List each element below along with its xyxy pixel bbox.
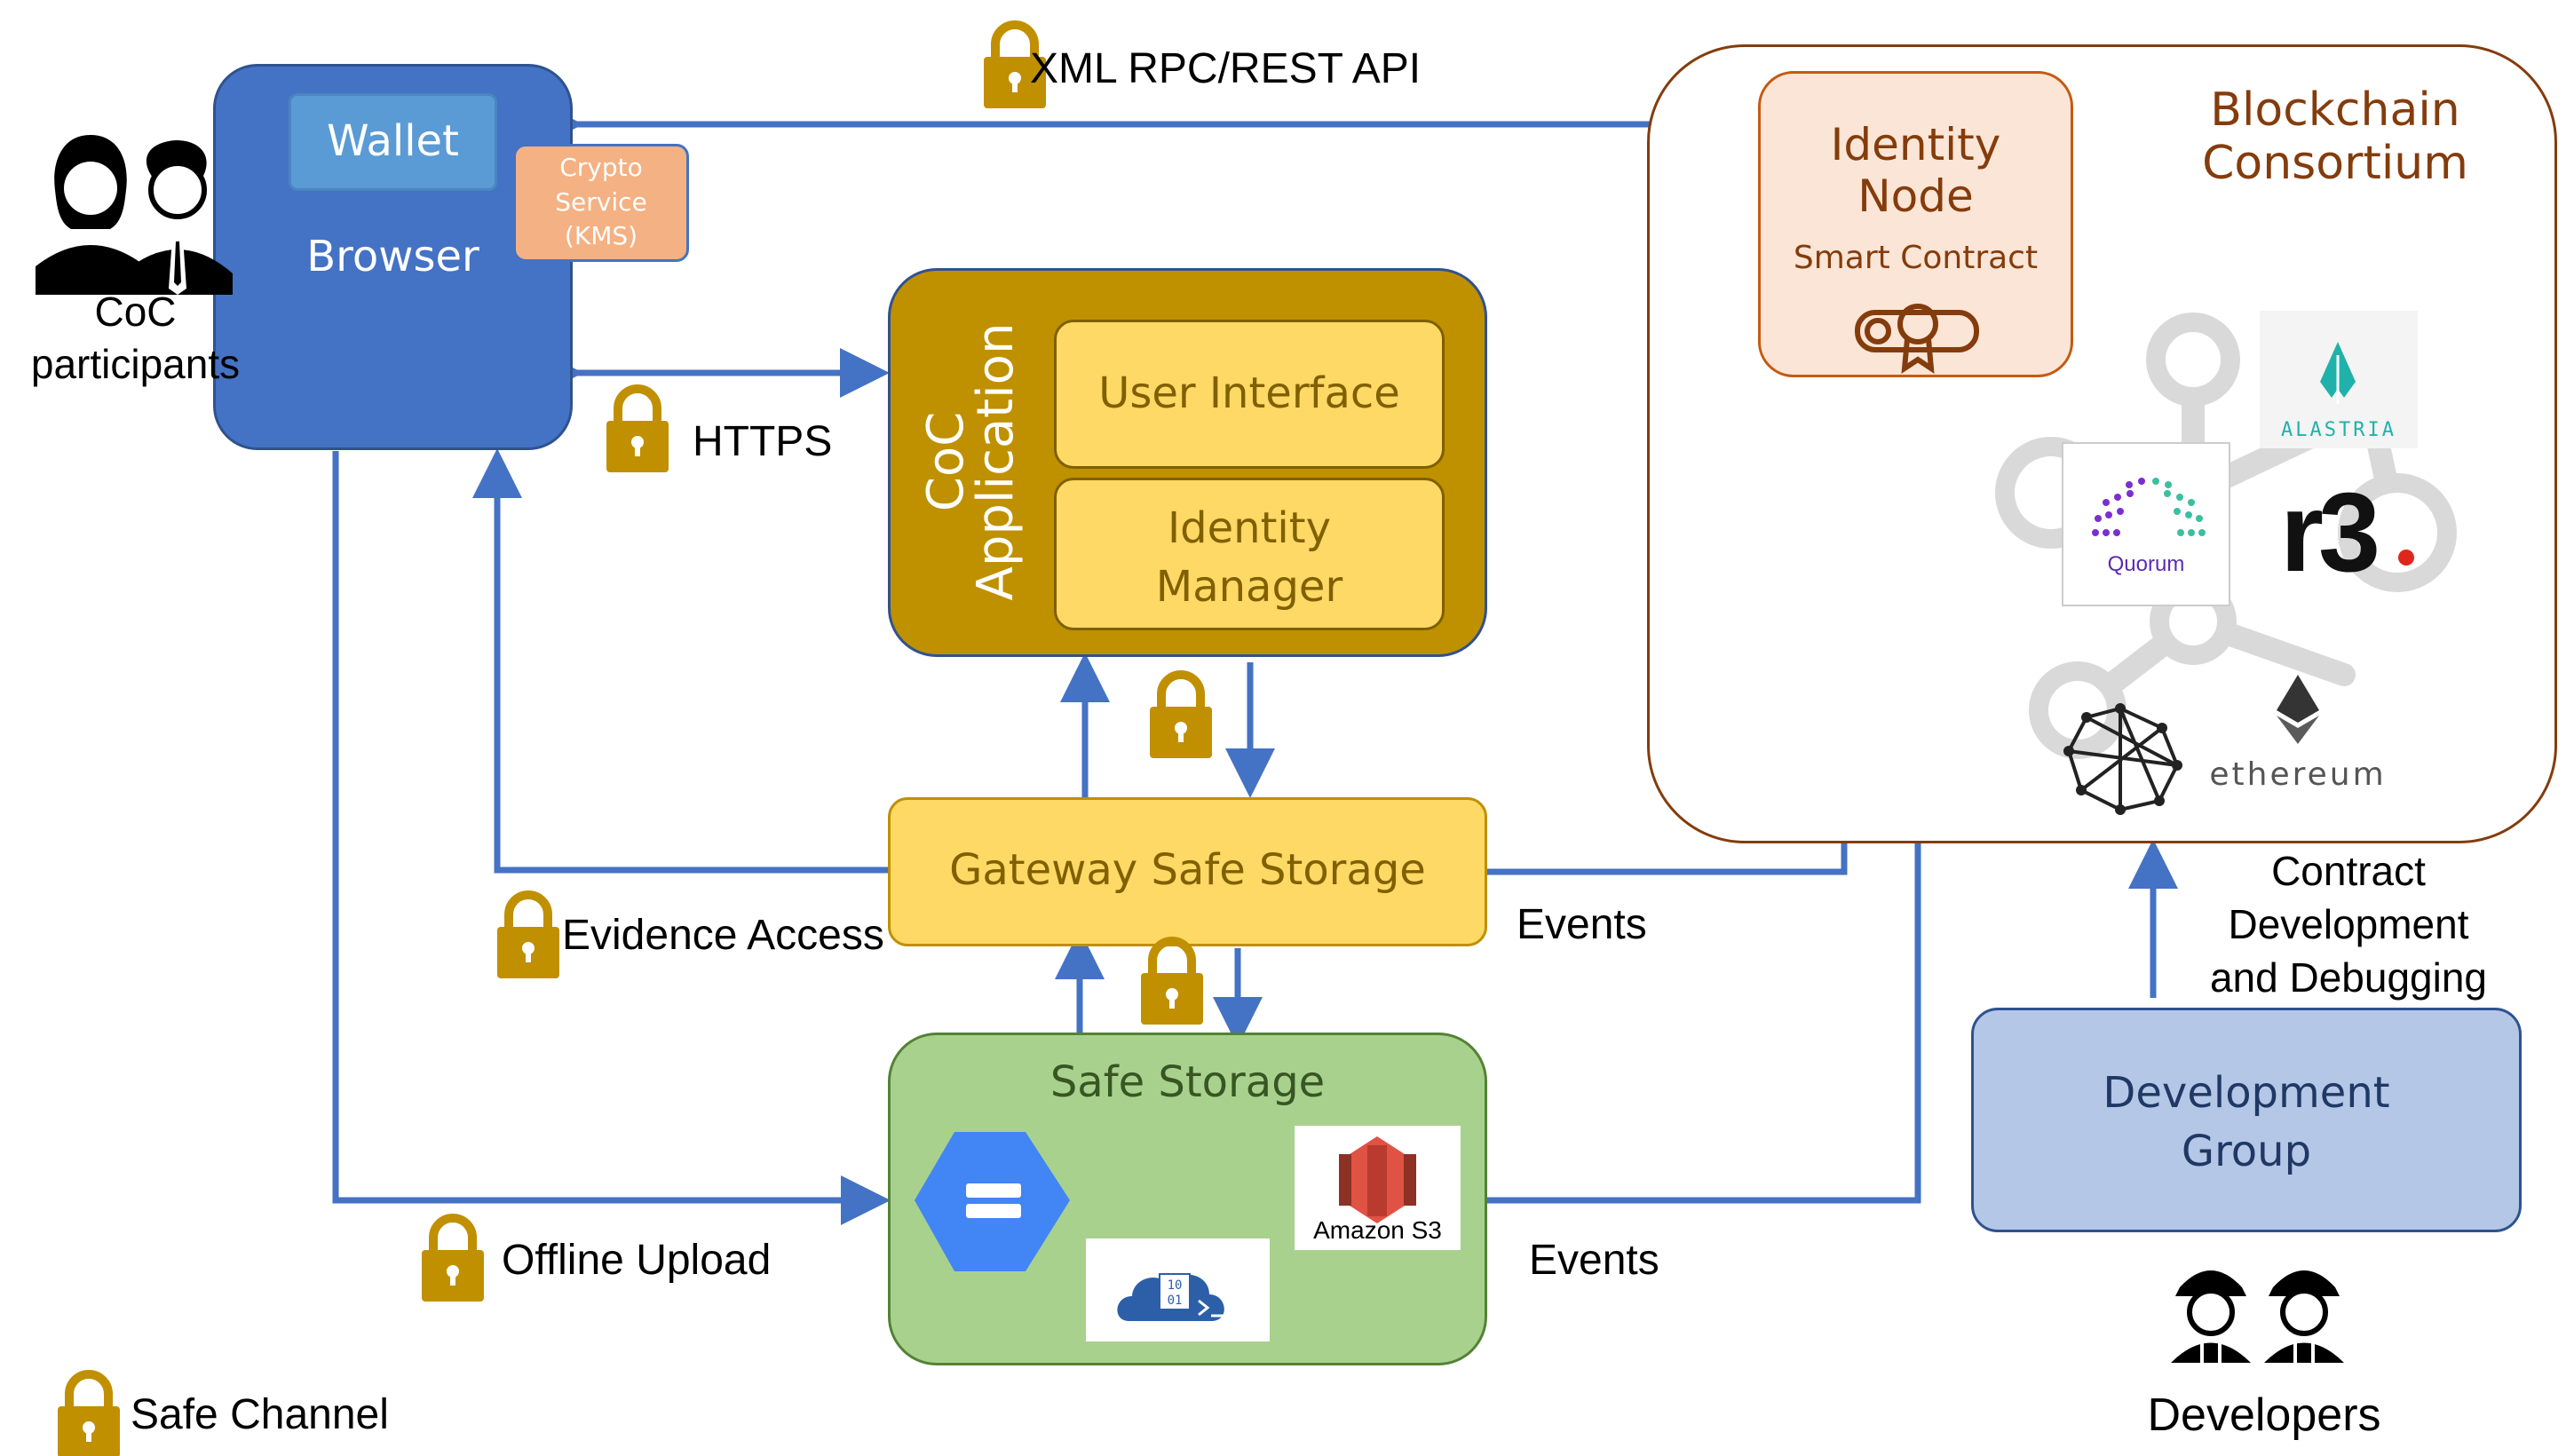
evidence-access-arrow [472, 448, 890, 874]
r3-logo: r3 [2280, 470, 2380, 595]
evidence-access-label: Evidence Access [562, 912, 884, 959]
identity-node-box[interactable] [1758, 71, 2073, 377]
identity-manager-box[interactable] [1054, 478, 1445, 630]
safe-channel-legend-label: Safe Channel [131, 1391, 389, 1438]
contract-development-label: Contract Development and Debugging [2209, 848, 2488, 1001]
rpc-api-label: XML RPC/REST API [1030, 45, 1422, 92]
wallet-label: Wallet [327, 116, 459, 166]
user-interface-box[interactable] [1054, 320, 1445, 469]
development-group-label: Development Group [2103, 1068, 2390, 1177]
identity-manager-label: Identity Manager [1155, 503, 1343, 613]
smart-contract-label: Smart Contract [1793, 240, 2039, 276]
quorum-text: Quorum [2107, 552, 2185, 576]
wallet-box[interactable] [289, 93, 497, 191]
crypto-service-box[interactable] [513, 144, 689, 262]
offline-upload-lock-icon [422, 1218, 484, 1302]
svg-text:01: 01 [1168, 1294, 1183, 1308]
https-lock-icon [606, 389, 669, 472]
cloud-storage-icon [915, 1132, 1070, 1271]
development-group-box[interactable] [1971, 1008, 2522, 1232]
evidence-lock-icon [497, 895, 559, 978]
blockchain-consortium-title: Blockchain Consortium [2202, 83, 2468, 190]
quorum-logo [2062, 442, 2230, 606]
user-interface-label: User Interface [1098, 368, 1400, 418]
browser-label: Browser [306, 232, 479, 281]
events-gateway-label: Events [1517, 901, 1647, 948]
amazon-s3-label: Amazon S3 [1313, 1216, 1442, 1244]
app-gateway-lock-icon [1150, 675, 1212, 758]
identity-node-label: Identity Node [1830, 119, 2001, 222]
offline-upload-arrow [332, 451, 891, 1225]
offline-upload-label: Offline Upload [502, 1237, 772, 1284]
events-storage-label: Events [1529, 1237, 1659, 1284]
gateway-safe-storage-box[interactable] [888, 797, 1487, 946]
alastria-text: ALASTRIA [2281, 419, 2396, 441]
safe-channel-lock-icon [58, 1374, 120, 1456]
participants-label: CoC participants [30, 289, 241, 387]
crypto-service-label: Crypto Service (KMS) [555, 153, 647, 251]
svg-text:10: 10 [1168, 1278, 1183, 1293]
developers-label: Developers [2147, 1389, 2381, 1441]
ethereum-text: ethereum [2209, 756, 2387, 793]
https-label: HTTPS [693, 418, 833, 465]
gateway-safe-storage-label: Gateway Safe Storage [949, 845, 1426, 895]
storage-gateway-lock-icon [1141, 941, 1203, 1025]
safe-storage-label: Safe Storage [1049, 1057, 1326, 1107]
